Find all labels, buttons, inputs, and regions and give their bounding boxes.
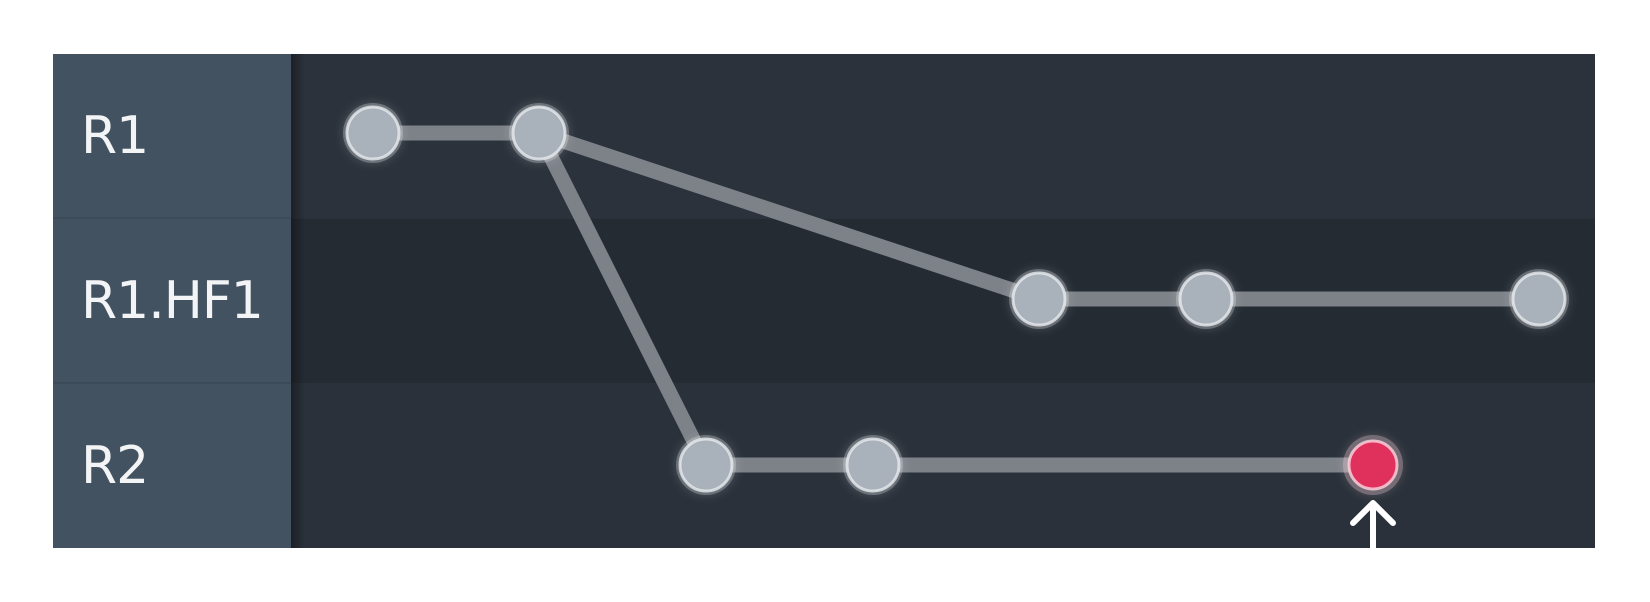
branch-edge: [531, 125, 714, 473]
lane-label-r2: R2: [81, 436, 149, 496]
commit-node[interactable]: [843, 435, 903, 495]
commit-node[interactable]: [1009, 269, 1069, 329]
lanes-area: [291, 54, 1595, 548]
lane-divider: [53, 382, 291, 384]
lane-shadow: [291, 54, 305, 548]
lane-label-column: R1 R1.HF1 R2: [53, 54, 291, 548]
branch-edge: [531, 125, 1047, 307]
up-arrow-icon: [1350, 500, 1396, 548]
lane-label-r1-hf1: R1.HF1: [81, 271, 264, 331]
commit-node[interactable]: [1509, 269, 1569, 329]
current-commit-node[interactable]: [1343, 435, 1403, 495]
commit-node[interactable]: [343, 103, 403, 163]
nodes-layer: [343, 103, 1569, 495]
branch-graph-panel: R1 R1.HF1 R2: [53, 54, 1595, 548]
lane-label-r1: R1: [81, 106, 149, 166]
commit-node[interactable]: [509, 103, 569, 163]
edges-layer: [365, 125, 1547, 473]
commit-graph: [343, 103, 1569, 548]
pointer-layer: [1350, 500, 1396, 548]
lane-divider: [53, 217, 291, 219]
commit-node[interactable]: [1176, 269, 1236, 329]
commit-node[interactable]: [676, 435, 736, 495]
